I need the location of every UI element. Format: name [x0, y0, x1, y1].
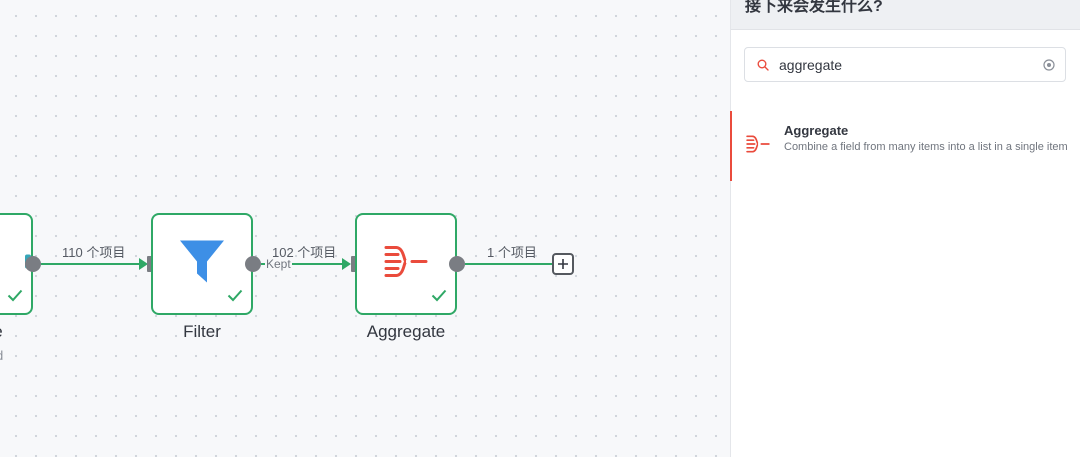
aggregate-node[interactable]	[355, 213, 457, 315]
plus-icon	[558, 259, 568, 269]
branch-label: Kept	[265, 257, 292, 271]
add-node-button[interactable]	[552, 253, 574, 275]
aggregate-icon	[746, 134, 770, 159]
connection-edge[interactable]	[261, 263, 345, 265]
connection-edge[interactable]	[465, 263, 553, 265]
output-handle[interactable]	[25, 256, 41, 272]
search-icon	[757, 58, 769, 76]
filter-node[interactable]	[151, 213, 253, 315]
connection-edge[interactable]	[41, 263, 142, 265]
search-input[interactable]	[779, 54, 1029, 76]
panel-title: 接下来会发生什么?	[745, 0, 883, 15]
filter-node-title: Filter	[183, 322, 221, 341]
panel-header: 接下来会发生什么?	[731, 0, 1080, 30]
edge-item-count: 102 个项目	[272, 245, 337, 260]
edge-arrow-icon	[342, 258, 351, 270]
left-node-title: e	[0, 322, 68, 342]
success-check-icon	[227, 289, 243, 307]
funnel-icon	[179, 240, 225, 289]
edge-item-count: 110 个项目	[62, 245, 126, 260]
result-title: Aggregate	[784, 123, 849, 138]
workflow-canvas[interactable]: e d 110 个项目 Filter 102 个项目 Kept	[0, 0, 730, 457]
clear-search-icon[interactable]	[1043, 58, 1055, 76]
aggregate-icon	[384, 245, 428, 284]
edge-arrow-icon	[139, 258, 148, 270]
left-node-subtitle: d	[0, 348, 3, 363]
output-handle[interactable]	[245, 256, 261, 272]
result-description: Combine a field from many items into a l…	[784, 141, 1068, 153]
output-handle[interactable]	[449, 256, 465, 272]
success-check-icon	[431, 289, 447, 307]
search-result-item[interactable]: Aggregate Combine a field from many item…	[730, 111, 1080, 181]
success-check-icon	[7, 289, 23, 307]
node-search-field[interactable]	[744, 47, 1066, 82]
aggregate-node-title: Aggregate	[366, 322, 446, 341]
edge-item-count: 1 个项目	[487, 245, 537, 260]
